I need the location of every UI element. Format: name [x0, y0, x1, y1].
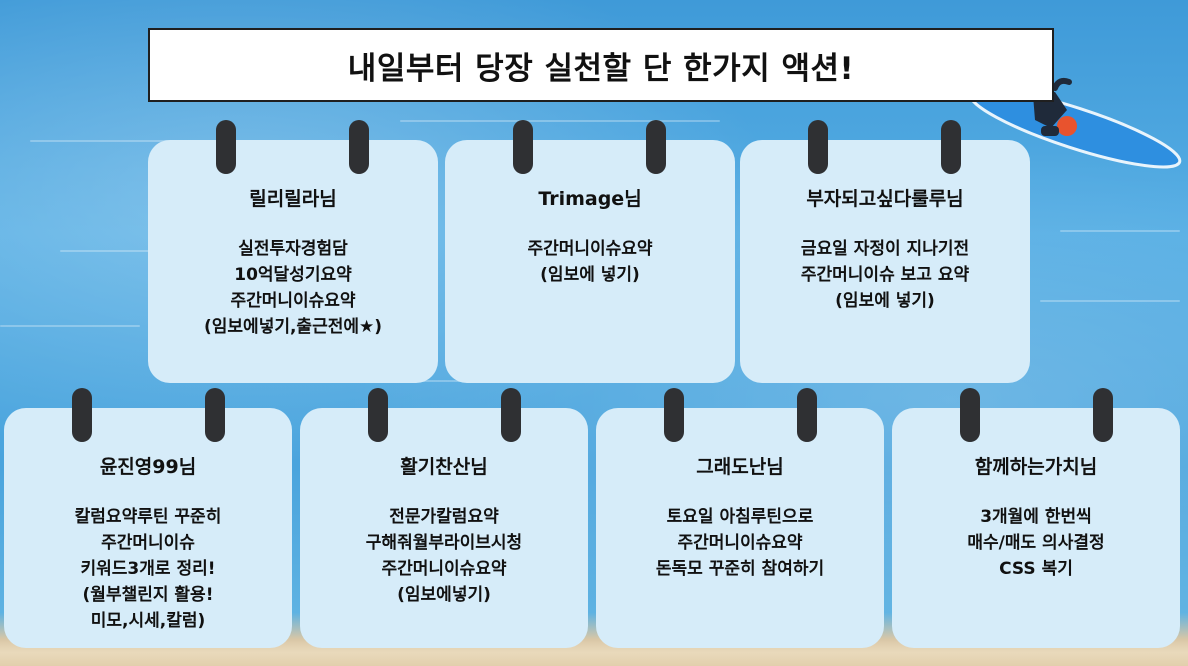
- wave-line: [0, 325, 140, 327]
- wave-line: [1040, 300, 1180, 302]
- binder-clip: [368, 388, 388, 442]
- card-body: 칼럼요약루틴 꾸준히 주간머니이슈 키워드3개로 정리! (월부챌린지 활용! …: [4, 504, 292, 634]
- binder-clip: [216, 120, 236, 174]
- binder-clip: [513, 120, 533, 174]
- card-line: CSS 복기: [999, 559, 1073, 579]
- card-line: (임보에넣기): [397, 585, 491, 605]
- card-line: 금요일 자정이 지나기전: [800, 239, 970, 259]
- binder-clip: [349, 120, 369, 174]
- binder-clip: [501, 388, 521, 442]
- card-line: 키워드3개로 정리!: [80, 559, 216, 579]
- binder-clip: [1093, 388, 1113, 442]
- card-line: 돈독모 꾸준히 참여하기: [655, 559, 825, 579]
- note-card-bottom-1: 윤진영99님 칼럼요약루틴 꾸준히 주간머니이슈 키워드3개로 정리! (월부챌…: [4, 388, 292, 648]
- card-author: 활기찬산님: [400, 456, 488, 478]
- page-title: 내일부터 당장 실천할 단 한가지 액션!: [347, 50, 855, 87]
- binder-clip: [72, 388, 92, 442]
- card-body: 주간머니이슈요약 (임보에 넣기): [445, 236, 735, 288]
- card-line: 구해줘월부라이브시청: [365, 533, 523, 553]
- card-author: 그래도난님: [696, 456, 784, 478]
- note-card-bottom-2: 활기찬산님 전문가칼럼요약 구해줘월부라이브시청 주간머니이슈요약 (임보에넣기…: [300, 388, 588, 648]
- card-author: 윤진영99님: [99, 456, 197, 478]
- binder-clip: [205, 388, 225, 442]
- note-card-bottom-3: 그래도난님 토요일 아침루틴으로 주간머니이슈요약 돈독모 꾸준히 참여하기: [596, 388, 884, 648]
- binder-clip: [646, 120, 666, 174]
- wave-line: [1060, 230, 1180, 232]
- card-line: 3개월에 한번씩: [980, 507, 1092, 527]
- note-card-bottom-4: 함께하는가치님 3개월에 한번씩 매수/매도 의사결정 CSS 복기: [892, 388, 1180, 648]
- card-line: (월부챌린지 활용!: [82, 585, 214, 605]
- card-line: 실전투자경험담: [238, 239, 348, 259]
- binder-clip: [808, 120, 828, 174]
- card-line: 칼럼요약루틴 꾸준히: [74, 507, 222, 527]
- binder-clip: [960, 388, 980, 442]
- card-line: 토요일 아침루틴으로: [666, 507, 814, 527]
- title-banner: 내일부터 당장 실천할 단 한가지 액션!: [148, 28, 1054, 102]
- card-line: 주간머니이슈요약: [677, 533, 803, 553]
- card-body: 금요일 자정이 지나기전 주간머니이슈 보고 요약 (임보에 넣기): [740, 236, 1030, 314]
- card-line: 주간머니이슈: [101, 533, 195, 553]
- card-line: 미모,시세,칼럼): [90, 611, 206, 631]
- card-line: 전문가칼럼요약: [389, 507, 499, 527]
- card-line: 주간머니이슈요약: [527, 239, 653, 259]
- note-card-top-3: 부자되고싶다룰루님 금요일 자정이 지나기전 주간머니이슈 보고 요약 (임보에…: [740, 120, 1030, 383]
- card-line: 주간머니이슈요약: [381, 559, 507, 579]
- card-body: 토요일 아침루틴으로 주간머니이슈요약 돈독모 꾸준히 참여하기: [596, 504, 884, 582]
- card-author: 릴리릴라님: [249, 188, 337, 210]
- card-line: 10억달성기요약: [234, 265, 352, 285]
- card-line: 주간머니이슈 보고 요약: [800, 265, 970, 285]
- binder-clip: [797, 388, 817, 442]
- wave-line: [400, 120, 720, 122]
- card-body: 3개월에 한번씩 매수/매도 의사결정 CSS 복기: [892, 504, 1180, 582]
- binder-clip: [664, 388, 684, 442]
- card-line: 주간머니이슈요약: [230, 291, 356, 311]
- card-line: (임보에 넣기): [540, 265, 640, 285]
- card-line: (임보에넣기,출근전에★): [204, 317, 382, 337]
- card-line: (임보에 넣기): [835, 291, 935, 311]
- card-author: 부자되고싶다룰루님: [806, 188, 964, 210]
- card-author: Trimage님: [538, 188, 642, 210]
- binder-clip: [941, 120, 961, 174]
- card-body: 전문가칼럼요약 구해줘월부라이브시청 주간머니이슈요약 (임보에넣기): [300, 504, 588, 608]
- note-card-top-2: Trimage님 주간머니이슈요약 (임보에 넣기): [445, 120, 735, 383]
- card-line: 매수/매도 의사결정: [967, 533, 1105, 553]
- card-body: 실전투자경험담 10억달성기요약 주간머니이슈요약 (임보에넣기,출근전에★): [148, 236, 438, 340]
- note-card-top-1: 릴리릴라님 실전투자경험담 10억달성기요약 주간머니이슈요약 (임보에넣기,출…: [148, 120, 438, 383]
- card-author: 함께하는가치님: [974, 456, 1098, 478]
